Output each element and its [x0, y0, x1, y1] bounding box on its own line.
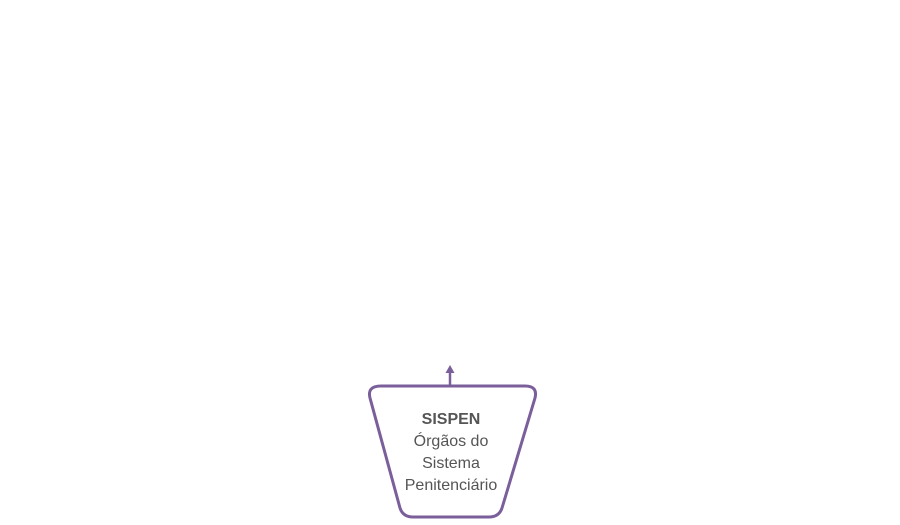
sispen-node-shape[interactable]: [368, 384, 537, 519]
node-line-2: Sistema: [422, 455, 480, 472]
node-line-1: Órgãos do: [413, 433, 489, 450]
node-title: SISPEN: [421, 411, 481, 428]
node-line-3: Penitenciário: [404, 477, 498, 494]
sispen-node-label: SISPEN Órgãos do Sistema Penitenciário: [372, 409, 530, 497]
connector-arrow-head: [445, 365, 455, 373]
